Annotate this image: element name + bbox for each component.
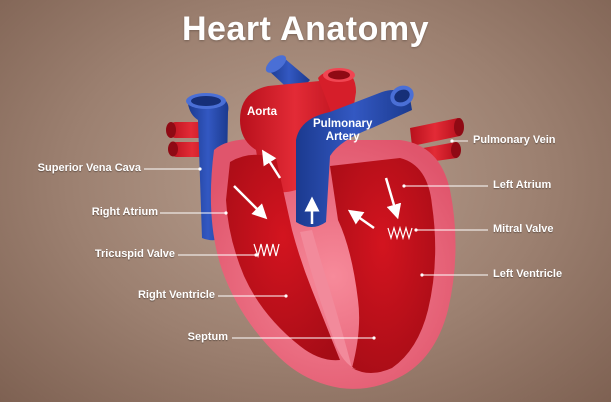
tricuspid-valve-fringe [253, 243, 280, 259]
mitral-valve-fringe [387, 225, 413, 241]
septum-wall [300, 230, 360, 370]
flow-arrows [233, 149, 402, 230]
label-tricuspid-valve: Tricuspid Valve [94, 248, 175, 260]
pulmonary-artery-label-line1: Pulmonary [313, 118, 373, 130]
label-left-ventricle: Left Ventricle [493, 268, 563, 280]
label-pulmonary-vein: Pulmonary Vein [473, 134, 556, 146]
label-superior-vena-cava: Superior Vena Cava [37, 162, 141, 174]
diagram-title: Heart Anatomy [181, 10, 430, 48]
pulmonary-artery-label: Pulmonary Artery [313, 118, 372, 144]
leader-lines [144, 140, 488, 339]
label-left-atrium: Left Atrium [493, 179, 552, 191]
label-right-atrium: Right Atrium [91, 206, 158, 218]
label-right-ventricle: Right Ventricle [137, 289, 215, 301]
label-mitral-valve: Mitral Valve [493, 223, 554, 235]
aorta-label: Aorta [247, 106, 278, 118]
leader-dots [198, 139, 454, 340]
label-septum: Septum [187, 331, 228, 343]
pulmonary-artery-vessel [296, 85, 414, 227]
pulmonary-artery-label-line2: Artery [325, 131, 360, 143]
